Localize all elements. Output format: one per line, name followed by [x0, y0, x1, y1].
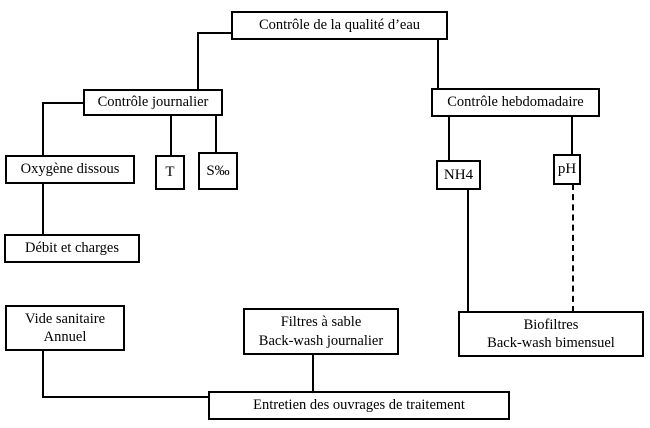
node-filtres-a-sable-line1: Filtres à sable — [280, 314, 362, 331]
node-ph-label: pH — [557, 161, 577, 178]
connector-sand-to-maintenance — [312, 354, 314, 392]
node-biofiltres-line1: Biofiltres — [523, 316, 579, 333]
node-temperature-label: T — [165, 164, 175, 181]
connector-nh4-to-biofilters — [467, 189, 469, 312]
connector-daily-to-salinity — [215, 115, 217, 153]
connector-ph-to-biofilters-dashed — [572, 184, 576, 312]
connector-daily-to-temperature — [170, 115, 172, 156]
connector-vide-to-maintenance — [42, 396, 209, 398]
node-filtres-a-sable: Filtres à sable Back-wash journalier — [243, 308, 399, 355]
connector-weekly-to-nh4 — [448, 116, 450, 161]
node-controle-qualite-eau-label: Contrôle de la qualité d’eau — [258, 17, 421, 34]
node-nh4-label: NH4 — [443, 166, 474, 183]
node-oxygene-dissous: Oxygène dissous — [5, 155, 135, 184]
connector-root-to-daily-vertical — [197, 32, 199, 90]
connector-daily-to-oxygen-horizontal — [42, 102, 84, 104]
connector-oxygen-to-debit — [42, 183, 44, 235]
connector-root-to-daily-horizontal — [197, 32, 232, 34]
connector-root-to-weekly — [437, 39, 439, 89]
node-entretien-ouvrages: Entretien des ouvrages de traitement — [208, 391, 510, 420]
node-filtres-a-sable-line2: Back-wash journalier — [258, 332, 384, 349]
node-temperature: T — [155, 155, 185, 190]
node-controle-hebdomadaire-label: Contrôle hebdomadaire — [447, 94, 584, 111]
node-salinite: S‰ — [198, 152, 238, 190]
connector-daily-to-oxygen-vertical — [42, 102, 44, 156]
node-controle-qualite-eau: Contrôle de la qualité d’eau — [231, 11, 448, 40]
node-biofiltres: Biofiltres Back-wash bimensuel — [458, 311, 644, 357]
node-oxygene-dissous-label: Oxygène dissous — [20, 161, 120, 178]
node-debit-et-charges-label: Débit et charges — [25, 240, 119, 257]
node-controle-hebdomadaire: Contrôle hebdomadaire — [431, 88, 600, 117]
node-vide-sanitaire-line2: Annuel — [43, 329, 87, 345]
node-controle-journalier: Contrôle journalier — [83, 89, 223, 116]
node-debit-et-charges: Débit et charges — [4, 234, 140, 263]
node-salinite-label: S‰ — [206, 162, 230, 179]
node-nh4: NH4 — [436, 160, 481, 190]
node-biofiltres-line2: Back-wash bimensuel — [487, 335, 615, 351]
connector-weekly-to-ph — [571, 116, 573, 155]
node-ph: pH — [553, 154, 581, 185]
connector-vide-down-vertical — [42, 350, 44, 398]
node-vide-sanitaire: Vide sanitaire Annuel — [5, 305, 125, 351]
node-entretien-ouvrages-label: Entretien des ouvrages de traitement — [253, 397, 465, 414]
node-controle-journalier-label: Contrôle journalier — [97, 94, 209, 111]
node-vide-sanitaire-line1: Vide sanitaire — [24, 310, 106, 327]
